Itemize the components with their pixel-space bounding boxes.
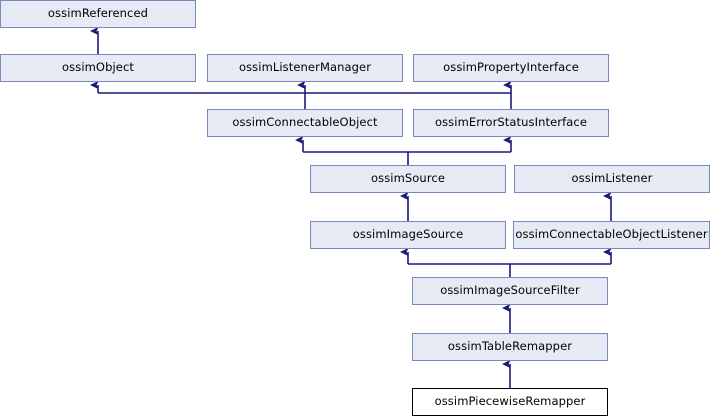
class-node-label: ossimConnectableObjectListener [515,227,708,242]
class-node-label: ossimListenerManager [238,60,372,75]
class-node-label: ossimObject [62,60,134,75]
class-node-ossimImageSourceFilter[interactable]: ossimImageSourceFilter [412,277,608,305]
class-node-ossimListener[interactable]: ossimListener [514,165,710,193]
class-node-ossimTableRemapper[interactable]: ossimTableRemapper [412,333,608,361]
class-node-label: ossimListener [571,171,653,186]
class-node-ossimSource[interactable]: ossimSource [310,165,506,193]
class-node-ossimPiecewiseRemapper[interactable]: ossimPiecewiseRemapper [412,388,608,416]
class-node-ossimObject[interactable]: ossimObject [0,54,196,82]
class-node-ossimListenerManager[interactable]: ossimListenerManager [207,54,403,82]
class-node-label: ossimTableRemapper [447,339,573,354]
class-node-ossimErrorStatusInterface[interactable]: ossimErrorStatusInterface [413,109,609,137]
class-node-label: ossimReferenced [47,6,149,21]
class-node-label: ossimPiecewiseRemapper [434,394,586,409]
class-node-label: ossimImageSourceFilter [440,283,580,298]
class-node-label: ossimErrorStatusInterface [434,115,588,130]
class-node-label: ossimConnectableObject [232,115,378,130]
class-node-ossimConnectableObjectListener[interactable]: ossimConnectableObjectListener [513,221,710,249]
class-node-label: ossimSource [370,171,445,186]
class-node-ossimReferenced[interactable]: ossimReferenced [0,0,196,28]
class-node-ossimConnectableObject[interactable]: ossimConnectableObject [207,109,403,137]
class-node-ossimPropertyInterface[interactable]: ossimPropertyInterface [413,54,609,82]
class-node-ossimImageSource[interactable]: ossimImageSource [310,221,506,249]
class-node-label: ossimImageSource [352,227,464,242]
class-node-label: ossimPropertyInterface [443,60,579,75]
